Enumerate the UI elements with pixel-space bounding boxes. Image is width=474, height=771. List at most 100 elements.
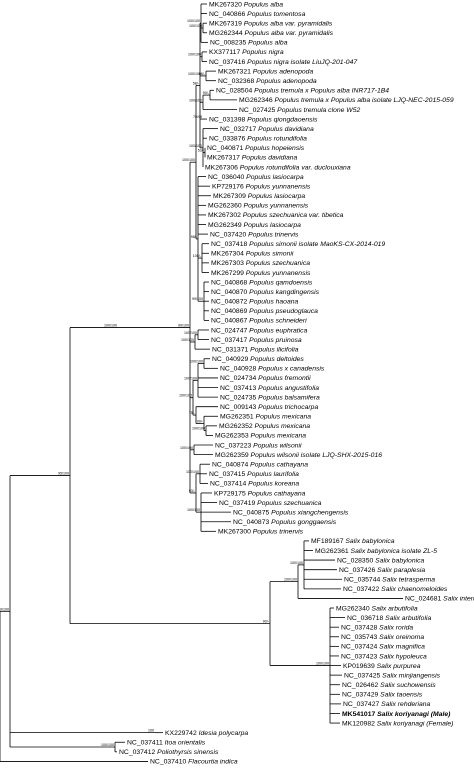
taxon-species-name: Populus rotundifolia (247, 136, 307, 143)
taxon-species-name: Populus schneideri (249, 318, 307, 325)
taxon-species-name: Populus mexicana (251, 433, 307, 440)
taxon-species-name: Populus alba (248, 40, 288, 47)
support-value: 100/100 (189, 144, 202, 148)
taxon-label: MK267302 Populus szechuanica var. tibeti… (208, 212, 344, 219)
taxon-species-name: Populus angustifolia (258, 385, 319, 392)
taxon-label: NC_027425 Populus tremula clone W52 (239, 107, 361, 114)
support-value: 100/- (193, 254, 202, 258)
taxon-label: NC_040869 Populus pseudoglauca (211, 308, 318, 315)
taxon-species-name: Populus adenopoda (256, 78, 317, 85)
taxon-label: NC_040867 Populus schneideri (211, 318, 307, 325)
taxon-species-name: Salix koriyanagi (Female) (377, 720, 454, 727)
taxon-species-name: Flacourtia indica (188, 759, 238, 766)
taxon-label: NC_037428 Salix rorida (341, 624, 413, 631)
taxon-species-name: Salix babylonica (345, 538, 394, 545)
taxon-species-name: Populus lasiocarpa (248, 193, 306, 200)
taxon-species-name: Populus fremontii (258, 375, 311, 382)
taxon-species-name: Populus trichocarpa (258, 404, 318, 411)
support-value: 100/100 (186, 470, 199, 474)
taxon-species-name: Populus yunnanensis (246, 183, 311, 190)
taxon-label: MG262349 Populus lasiocarpa (208, 222, 301, 229)
support-value: 98/- (199, 72, 206, 76)
support-value: 93/- (189, 489, 196, 493)
support-value: 95/100 (58, 472, 69, 476)
taxon-label: NC_037419 Populus szechuanica (219, 500, 322, 507)
taxon-label: NC_037422 Salix chaenomeloides (343, 586, 448, 593)
taxon-species-name: Populus kangdingensis (249, 289, 320, 296)
taxon-label: NC_037413 Populus angustifolia (220, 385, 319, 392)
taxon-label: NC_036718 Salix arbutifolia (347, 615, 431, 622)
taxon-species-name: Populus simonii (246, 251, 294, 258)
taxon-label: NC_040871 Populus hopeiensis (207, 145, 305, 152)
taxon-label: NC_040873 Populus gonggaensis (233, 519, 337, 526)
taxon-label: MK267299 Populus yunnanensis (211, 270, 311, 277)
taxon-species-name: Populus tremula x Populus alba isolate L… (275, 97, 454, 104)
support-value: 100/100 (182, 158, 195, 162)
taxon-label: MG262352 Populus mexicana (219, 423, 310, 430)
support-value: 100/100 (179, 394, 192, 398)
taxon-species-name: Populus x canadensis (258, 366, 325, 373)
taxon-species-name: Salix taoensis (380, 692, 423, 699)
support-value: 99/100 (178, 324, 189, 328)
support-values: 99/10095/100100/10099/100100/10058/-100/… (0, 19, 329, 747)
taxon-species-name: Populus pruinosa (249, 337, 302, 344)
taxon-label: NC_028350 Salix babylonica (337, 557, 425, 564)
taxon-species-name: Populus alba var. pyramidalis (245, 30, 334, 37)
taxon-species-name: Populus tremula x Populus alba INR717-1B… (254, 88, 389, 95)
support-value: 99/- (197, 419, 204, 423)
taxon-species-name: Salix chaenomeloides (381, 586, 448, 593)
taxon-label: MK267309 Populus lasiocarpa (213, 193, 305, 200)
taxon-species-name: Populus rotundifolia var. duclouxiana (240, 164, 351, 171)
support-value: 90/- (203, 91, 210, 95)
taxon-species-name: Populus adenopoda (253, 68, 314, 75)
taxon-label: NC_037411 Itoa orientalis (127, 740, 206, 747)
taxon-label: MK541017 Salix koriyanagi (Male) (342, 711, 451, 718)
taxon-label: NC_037425 Salix minjiangensis (344, 672, 441, 679)
taxon-label: NC_024681 Salix interior (405, 596, 474, 603)
taxon-species-name: Populus laurifolia (247, 471, 299, 478)
taxon-label: NC_008235 Populus alba (210, 40, 288, 47)
taxon-species-name: Populus cathayana (248, 490, 306, 497)
taxon-label: NC_037420 Populus trinervis (210, 231, 299, 238)
taxon-label: NC_040872 Populus haoana (211, 299, 299, 306)
support-value: 75/98 (193, 115, 202, 119)
taxon-label: NC_037429 Salix taoensis (342, 692, 423, 699)
support-value: 100/100 (284, 578, 297, 582)
taxon-label: KP729175 Populus cathayana (214, 490, 306, 497)
taxon-label: NC_037426 Salix paraplesia (339, 567, 425, 574)
taxon-species-name: Populus hopeiensis (245, 145, 305, 152)
taxon-label: MK267303 Populus szechuanica (211, 260, 310, 267)
taxon-species-name: Populus szechuanica (246, 260, 310, 267)
taxon-species-name: Salix purpurea (377, 663, 421, 670)
taxon-species-name: Populus nigra (242, 49, 284, 56)
taxon-species-name: Populus haoana (249, 299, 298, 306)
taxon-label: NC_037415 Populus laurifolia (209, 471, 299, 478)
taxon-species-name: Populus xiangchengensis (271, 509, 349, 516)
taxon-label: NC_040929 Populus deltoides (212, 356, 304, 363)
support-value: 100/100 (184, 376, 197, 380)
support-value: 98/- (191, 235, 198, 239)
taxon-species-name: Poliothyrsis sinensis (157, 749, 219, 756)
support-value: 99/100 (0, 607, 9, 611)
taxon-label: MG262353 Populus mexicana (215, 433, 306, 440)
taxon-label: NC_040868 Populus qamdoensis (211, 279, 313, 286)
taxon-species-name: Populus tremula clone W52 (277, 107, 360, 114)
taxon-label: NC_033876 Populus rotundifolia (209, 136, 307, 143)
taxon-label: NC_040874 Populus cathayana (212, 462, 308, 469)
taxon-species-name: Populus nigra isolate LiuJQ-201-047 (247, 59, 357, 66)
taxon-species-name: Salix arbutifolia (372, 605, 418, 612)
taxon-species-name: Populus alba (244, 1, 284, 8)
taxon-label: KX377117 Populus nigra (209, 49, 284, 56)
support-value: 100/100 (180, 446, 193, 450)
support-value: 100/100 (187, 508, 200, 512)
taxon-species-name: Salix oreinoma (379, 634, 424, 641)
taxon-label: NC_037427 Salix rehderiana (343, 701, 431, 708)
taxon-label: NC_037418 Populus simonii isolate MaoKS-… (211, 241, 385, 248)
support-value: 100/100 (192, 427, 205, 431)
taxon-species-name: Populus deltoides (250, 356, 304, 363)
taxon-species-name: Populus yunnanensis (246, 270, 311, 277)
taxon-species-name: Populus wilsonii isolate LJQ-SHX-2015-01… (251, 452, 383, 459)
taxon-label: NC_036040 Populus lasiocarpa (208, 174, 304, 181)
